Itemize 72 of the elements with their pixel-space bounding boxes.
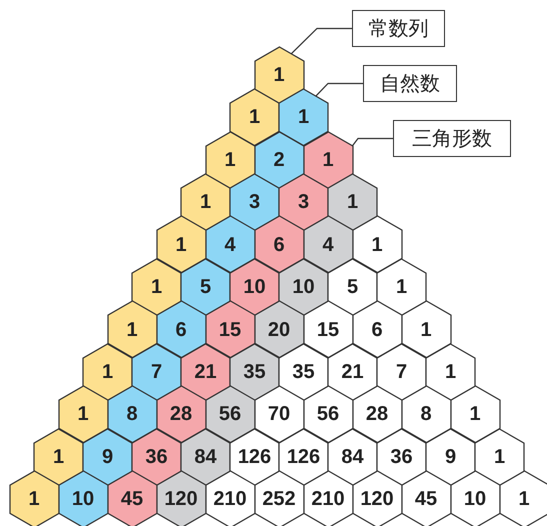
number-label: 7 [396,362,408,382]
number-label: 2 [273,150,285,170]
number-label: 10 [292,277,315,298]
number-label: 8 [420,404,432,424]
number-label: 35 [243,362,266,382]
number-label: 1 [420,320,432,340]
number-label: 1 [200,192,212,212]
number-label: 1 [396,277,408,298]
number-label: 210 [213,489,247,510]
number-label: 1 [469,404,481,424]
number-label: 1 [444,362,456,382]
leader-line [352,138,393,146]
number-label: 1 [518,489,530,510]
number-label: 21 [194,362,217,382]
number-label: 56 [218,404,242,424]
number-label: 28 [366,404,388,424]
number-label: 70 [268,404,290,424]
number-label: 6 [371,320,383,340]
number-label: 1 [371,234,383,255]
number-label: 15 [316,320,340,340]
number-label: 1 [298,107,310,128]
number-label: 5 [346,277,358,298]
number-label: 3 [248,192,260,212]
number-label: 35 [292,362,315,382]
number-label: 126 [286,446,320,467]
number-label: 84 [341,446,364,467]
number-label: 28 [170,404,192,424]
number-label: 126 [238,446,272,467]
number-label: 3 [298,192,310,212]
number-label: 5 [200,277,212,298]
number-label: 1 [494,446,506,467]
number-label: 1 [52,446,64,467]
number-label: 9 [444,446,456,467]
number-label: 36 [145,446,168,467]
number-label: 1 [175,234,187,255]
number-label: 1 [77,404,89,424]
number-label: 120 [164,489,198,510]
number-label: 1 [150,277,162,298]
number-label: 210 [311,489,345,510]
leader-line [315,82,363,97]
number-label: 252 [262,489,296,510]
number-label: 45 [414,489,438,510]
number-label: 6 [273,234,285,255]
number-label: 15 [218,320,242,340]
number-label: 1 [224,150,236,170]
number-label: 20 [268,320,290,340]
number-label: 10 [72,489,94,510]
number-label: 1 [126,320,138,340]
number-label: 10 [464,489,486,510]
number-label: 1 [273,64,285,85]
number-label: 21 [341,362,364,382]
number-label: 1 [102,362,114,382]
number-label: 8 [126,404,138,424]
number-label: 56 [316,404,340,424]
leader-line [290,28,352,54]
number-label: 36 [390,446,413,467]
number-label: 1 [346,192,358,212]
number-label: 45 [120,489,144,510]
number-label: 9 [102,446,114,467]
number-label: 1 [248,107,260,128]
term-label: 三角形数 [393,120,511,157]
term-label: 常数列 [352,10,445,47]
number-label: 7 [150,362,162,382]
number-label: 10 [243,277,266,298]
number-label: 84 [194,446,217,467]
number-label: 120 [360,489,394,510]
term-label: 自然数 [363,65,457,102]
number-label: 1 [28,489,40,510]
number-label: 4 [322,234,334,255]
number-label: 6 [175,320,187,340]
number-label: 4 [224,234,236,255]
number-label: 1 [322,150,334,170]
